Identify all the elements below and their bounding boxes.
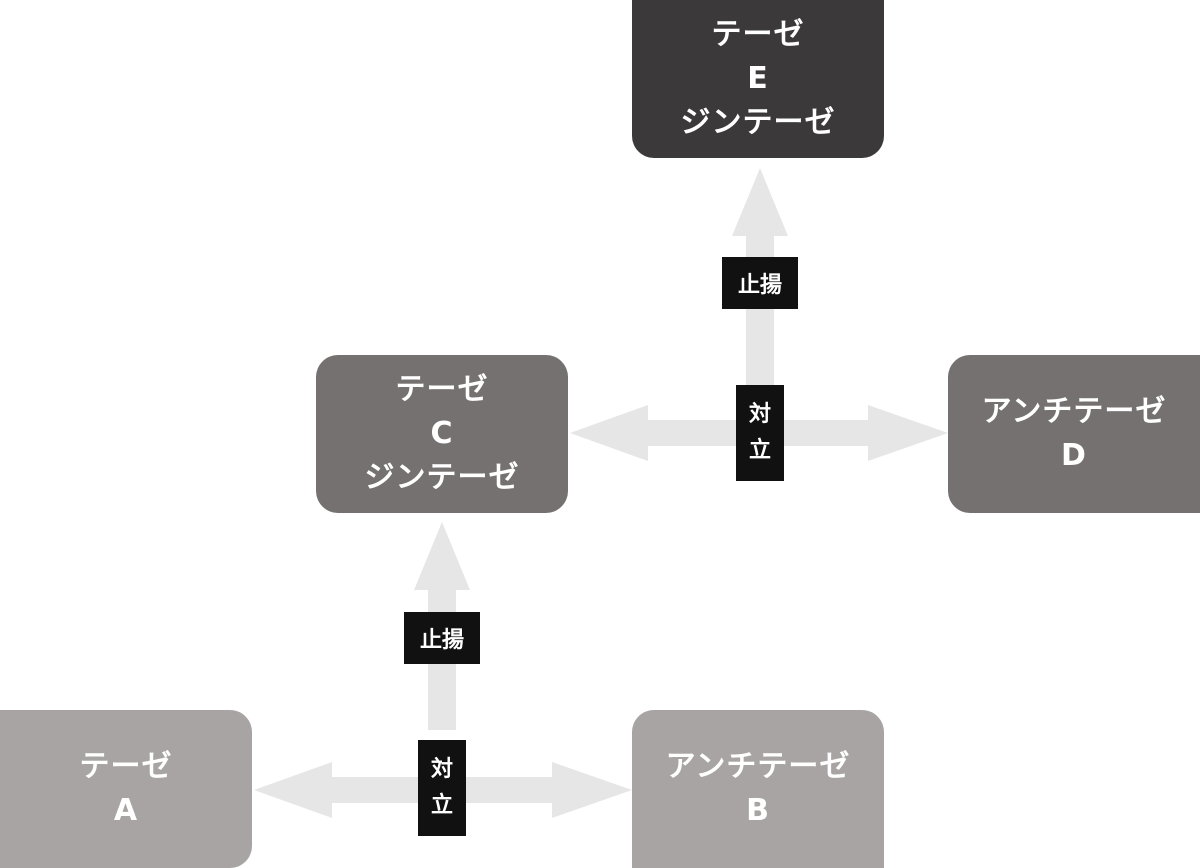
node-a-line1: テーゼ bbox=[79, 749, 173, 784]
node-c-line2: C bbox=[430, 416, 454, 451]
node-antithesis-d: アンチテーゼ D bbox=[948, 355, 1200, 513]
node-synthesis-c: テーゼ C ジンテーゼ bbox=[316, 355, 568, 513]
label-sublate-lower: 止揚 bbox=[404, 612, 480, 664]
node-e-line2: E bbox=[747, 61, 769, 96]
node-d-line1: アンチテーゼ bbox=[981, 394, 1167, 429]
node-c-line3: ジンテーゼ bbox=[364, 460, 520, 495]
node-a-line2: A bbox=[113, 793, 139, 828]
label-oppose-middle: 対 立 bbox=[736, 385, 784, 481]
label-oppose-bottom-char1: 対 bbox=[430, 757, 453, 782]
label-sublate-upper: 止揚 bbox=[722, 257, 798, 309]
node-thesis-a: テーゼ A bbox=[0, 710, 252, 868]
node-antithesis-b: アンチテーゼ B bbox=[632, 710, 884, 868]
node-e-line1: テーゼ bbox=[711, 17, 805, 52]
label-oppose-bottom-char2: 立 bbox=[430, 793, 453, 818]
label-oppose-middle-char2: 立 bbox=[748, 438, 771, 463]
label-oppose-middle-char1: 対 bbox=[748, 402, 771, 427]
node-c-line1: テーゼ bbox=[395, 372, 489, 407]
node-e-line3: ジンテーゼ bbox=[680, 105, 836, 140]
node-d-line2: D bbox=[1061, 438, 1087, 473]
node-b-line1: アンチテーゼ bbox=[665, 749, 851, 784]
node-b-line2: B bbox=[746, 793, 770, 828]
node-synthesis-e: テーゼ E ジンテーゼ bbox=[632, 0, 884, 158]
label-oppose-bottom: 対 立 bbox=[418, 740, 466, 836]
